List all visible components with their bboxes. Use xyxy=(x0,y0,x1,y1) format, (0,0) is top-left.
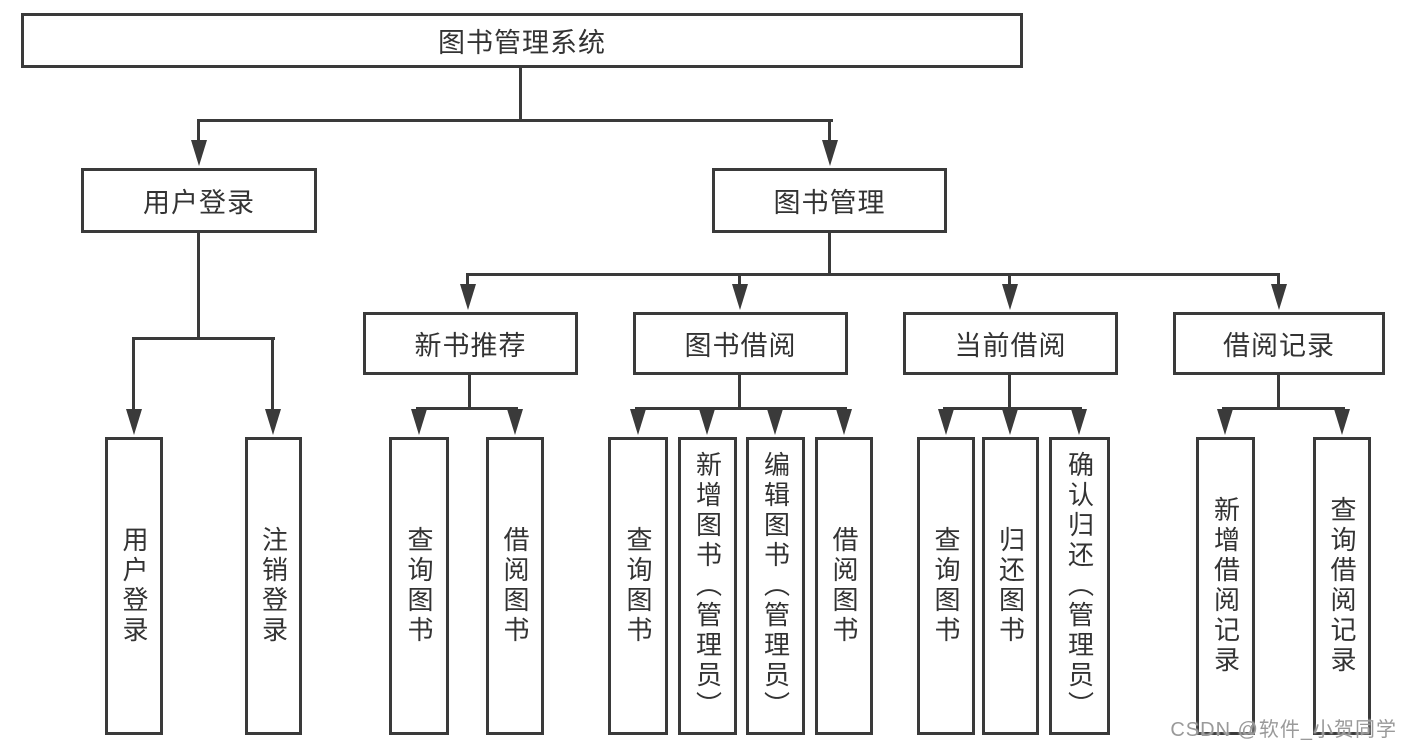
node-library-system-label: 图书管理系统 xyxy=(438,28,606,58)
leaf-logout: 注销登录 xyxy=(245,437,302,735)
node-user-login-label: 用户登录 xyxy=(143,188,255,218)
edge-user-login-bar xyxy=(132,337,275,340)
leaf-label: 查询借阅记录 xyxy=(1327,496,1357,676)
node-book-borrowing: 图书借阅 xyxy=(633,312,848,375)
arrowhead-down xyxy=(630,409,646,435)
arrowhead-down xyxy=(507,409,523,435)
edge-current-stem xyxy=(1008,375,1011,407)
leaf-label: 注销登录 xyxy=(258,526,289,646)
node-new-book-recommendation: 新书推荐 xyxy=(363,312,578,375)
edge-record-stem xyxy=(1277,375,1280,408)
leaf-query-borrow-record: 查询借阅记录 xyxy=(1313,437,1371,735)
edge-borrow-stem xyxy=(738,375,741,407)
edge-new-rec-bar xyxy=(416,407,518,410)
leaf-return-books: 归还图书 xyxy=(982,437,1039,735)
edge-new-rec-stem xyxy=(468,375,471,407)
leaf-add-borrow-record: 新增借阅记录 xyxy=(1196,437,1255,735)
arrowhead-down xyxy=(938,409,954,435)
node-current-borrowing: 当前借阅 xyxy=(903,312,1118,375)
leaf-label: 新增图书（管理员） xyxy=(692,451,723,721)
leaf-label: 借阅图书 xyxy=(829,526,859,646)
leaf-user-login: 用户登录 xyxy=(105,437,163,735)
leaf-add-books-admin: 新增图书（管理员） xyxy=(678,437,737,735)
edge-record-bar xyxy=(1222,407,1345,410)
leaf-label: 查询图书 xyxy=(931,526,961,646)
edge-borrow-bar xyxy=(635,407,847,410)
arrowhead-down xyxy=(265,409,281,435)
leaf-label: 编辑图书（管理员） xyxy=(760,451,791,721)
csdn-watermark: CSDN @软件_小贺同学 xyxy=(1170,719,1397,741)
node-book-management: 图书管理 xyxy=(712,168,947,233)
edge-root-drop xyxy=(828,119,831,145)
arrowhead-down xyxy=(191,140,207,166)
arrowhead-down xyxy=(1071,409,1087,435)
edge-book-mgmt-drop xyxy=(1277,273,1280,287)
edge-root-stem xyxy=(519,68,522,119)
arrowhead-down xyxy=(836,409,852,435)
arrowhead-down xyxy=(822,140,838,166)
node-book-borrowing-label: 图书借阅 xyxy=(684,331,797,361)
edge-root-bar xyxy=(197,119,833,122)
arrowhead-down xyxy=(1002,409,1018,435)
arrowhead-down xyxy=(1002,284,1018,310)
edge-book-mgmt-stem xyxy=(828,233,831,273)
arrowhead-down xyxy=(1271,284,1287,310)
arrowhead-down xyxy=(732,284,748,310)
edge-user-login-stem xyxy=(197,233,200,337)
arrowhead-down xyxy=(767,409,783,435)
edge-book-mgmt-drop xyxy=(738,273,741,287)
node-borrowing-records-label: 借阅记录 xyxy=(1223,331,1335,361)
edge-user-login-drop xyxy=(132,337,135,411)
leaf-query-books-current: 查询图书 xyxy=(917,437,975,735)
leaf-label: 新增借阅记录 xyxy=(1210,496,1241,676)
edge-book-mgmt-drop xyxy=(1008,273,1011,287)
node-book-management-label: 图书管理 xyxy=(773,188,886,218)
arrowhead-down xyxy=(699,409,715,435)
edge-user-login-drop xyxy=(271,337,274,411)
leaf-label: 查询图书 xyxy=(404,526,434,646)
edge-root-drop xyxy=(197,119,200,145)
node-new-book-recommendation-label: 新书推荐 xyxy=(414,331,527,361)
node-user-login: 用户登录 xyxy=(81,168,317,233)
leaf-label: 查询图书 xyxy=(623,526,653,646)
node-current-borrowing-label: 当前借阅 xyxy=(954,331,1067,361)
node-borrowing-records: 借阅记录 xyxy=(1173,312,1385,375)
edge-book-mgmt-drop xyxy=(466,273,469,287)
arrowhead-down xyxy=(1217,409,1233,435)
arrowhead-down xyxy=(1334,409,1350,435)
leaf-edit-books-admin: 编辑图书（管理员） xyxy=(746,437,805,735)
leaf-query-books-recommend: 查询图书 xyxy=(389,437,449,735)
leaf-label: 确认归还（管理员） xyxy=(1064,451,1095,721)
arrowhead-down xyxy=(460,284,476,310)
leaf-label: 用户登录 xyxy=(119,526,149,646)
leaf-label: 归还图书 xyxy=(995,526,1026,646)
edge-current-bar xyxy=(943,407,1082,410)
node-library-system: 图书管理系统 xyxy=(21,13,1023,68)
arrowhead-down xyxy=(126,409,142,435)
arrowhead-down xyxy=(411,409,427,435)
edge-book-mgmt-bar xyxy=(466,273,1280,276)
leaf-borrow-books-borrowing: 借阅图书 xyxy=(815,437,873,735)
leaf-confirm-return-admin: 确认归还（管理员） xyxy=(1049,437,1110,735)
leaf-query-books-borrowing: 查询图书 xyxy=(608,437,668,735)
leaf-borrow-books-recommend: 借阅图书 xyxy=(486,437,544,735)
leaf-label: 借阅图书 xyxy=(500,526,530,646)
